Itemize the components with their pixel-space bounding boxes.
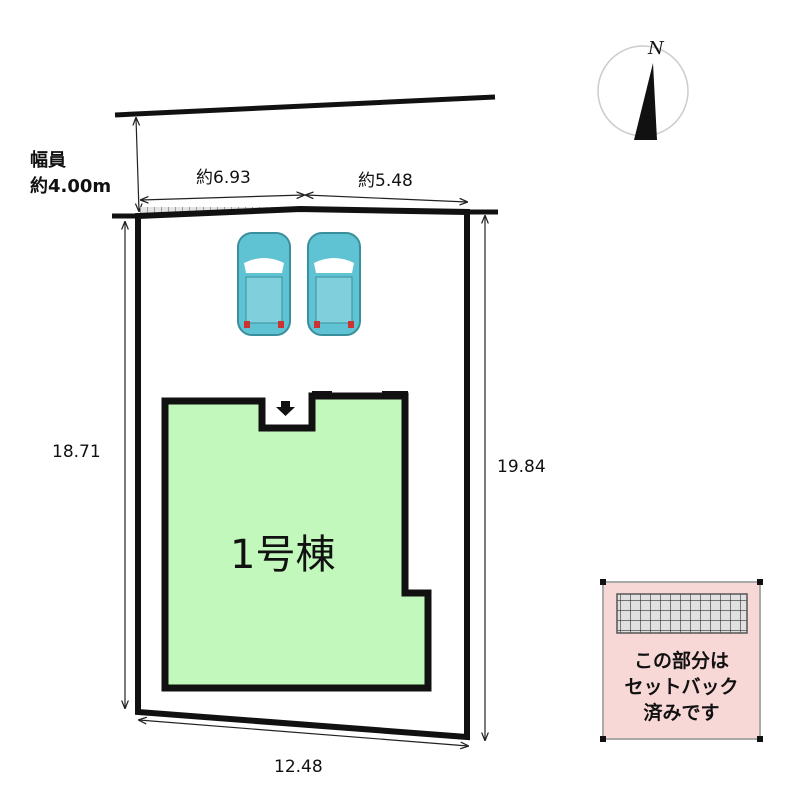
site-boundary [135, 205, 470, 741]
road-width-value: 約4.00m [30, 176, 112, 197]
building-wall-mark [382, 391, 408, 398]
right-side-label: 19.84 [497, 457, 546, 477]
rear-dimension [139, 720, 468, 746]
entrance-arrow-icon [276, 401, 295, 416]
rear-label: 12.48 [274, 757, 323, 777]
building-wall-mark [312, 391, 332, 398]
frontage-left-dimension [141, 195, 304, 200]
legend-line: この部分は [633, 650, 729, 672]
frontage-left-label: 約6.93 [196, 168, 251, 188]
legend-line: 済みです [643, 702, 720, 724]
compass-north-label: N [648, 38, 664, 59]
car-icon [237, 232, 291, 336]
legend-setback-swatch [616, 593, 748, 634]
frontage-right-label: 約5.48 [358, 171, 413, 191]
road-width-dimension [136, 118, 139, 211]
road-far-edge [114, 94, 496, 118]
north-compass-icon [597, 45, 689, 140]
legend-line: セットバック [624, 676, 739, 698]
frontage-right-dimension [306, 195, 467, 202]
left-side-label: 18.71 [52, 442, 101, 462]
car-icon [307, 232, 361, 336]
building-label: 1号棟 [230, 532, 336, 578]
road-width-label: 幅員 [30, 150, 66, 171]
